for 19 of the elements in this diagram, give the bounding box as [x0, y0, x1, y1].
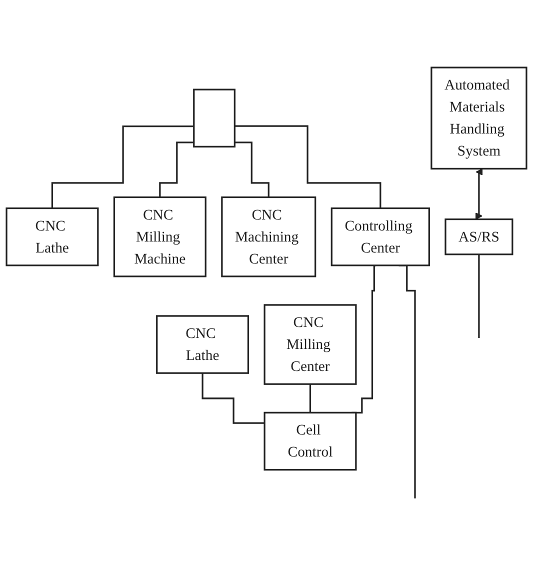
arrow	[475, 168, 483, 220]
node-box	[221, 196, 316, 277]
node-box	[444, 218, 514, 255]
node-box	[113, 196, 206, 277]
diagram: CNC Lathe CNC Milling Machine CNC Machining Center Controlling Center Automated Materials Handling System AS/RS CNC Lathe CNC Milling Center Cell Control	[0, 60, 533, 518]
node-box	[430, 66, 528, 170]
connector	[234, 141, 270, 198]
connector	[202, 372, 265, 424]
node-box	[330, 207, 430, 266]
connector	[478, 253, 480, 338]
node-box	[264, 411, 357, 470]
node-box	[193, 88, 236, 148]
node-box	[156, 314, 250, 374]
node-box	[264, 304, 357, 384]
connector	[309, 382, 312, 414]
connector	[234, 124, 382, 209]
connector	[159, 141, 194, 198]
node-box	[6, 207, 99, 266]
connector	[51, 125, 194, 209]
